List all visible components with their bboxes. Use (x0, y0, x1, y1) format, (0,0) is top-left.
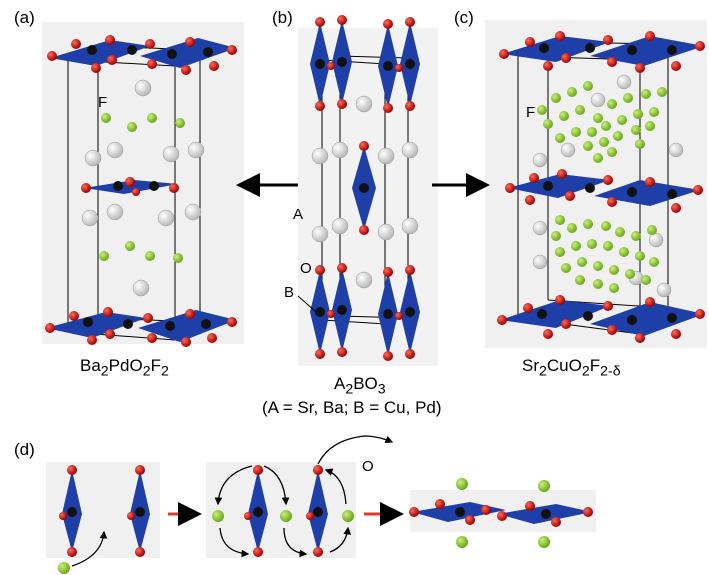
panel-a-bottom-layer (45, 307, 237, 347)
panel-c-middle-layer (505, 169, 703, 213)
panel-b-middle-octahedron (352, 141, 376, 235)
atom-label-f-panel-c: F (526, 104, 536, 121)
panel-c-bottom-layer (497, 295, 705, 343)
panel-d-step2-background (206, 462, 356, 558)
atom-label-o-removed: O (362, 458, 374, 475)
panel-b-bottom-octahedra (310, 263, 420, 361)
atom-label-o-site: O (300, 260, 312, 277)
panel-a-top-layer (47, 35, 237, 75)
panel-a-structure (45, 35, 237, 347)
panel-label-c: (c) (454, 8, 474, 27)
panel-b-structure (297, 15, 420, 361)
panel-a-a-cations (81, 79, 205, 297)
atom-label-f-panel-a: F (98, 94, 108, 111)
panel-c-top-layer (499, 31, 705, 73)
formula-panel-b: A2BO3 (334, 374, 386, 398)
atom-label-b-site: B (284, 284, 295, 301)
panel-a-middle-layer (81, 177, 179, 196)
panel-c-a-cations (532, 74, 684, 298)
panel-d-step2 (212, 435, 394, 558)
panel-label-b: (b) (272, 8, 293, 27)
panel-label-a: (a) (14, 8, 35, 27)
panel-c-fluorine-lower (551, 215, 659, 293)
panel-c-fluorine-upper (537, 81, 667, 163)
formula-panel-c: Sr2CuO2F2-δ (522, 356, 621, 380)
substitution-note: (A = Sr, Ba; B = Cu, Pd) (262, 398, 442, 417)
b-site-leader-line (297, 295, 317, 313)
panel-d-step3 (409, 478, 593, 548)
panel-b-top-octahedra (310, 15, 420, 113)
panel-b-a-cations (311, 95, 419, 289)
panel-label-d: (d) (14, 440, 35, 459)
panel-d-step1 (58, 465, 150, 574)
atom-label-a-site: A (293, 206, 304, 223)
panel-c-structure (497, 31, 705, 343)
panel-a-fluorine-atoms (99, 113, 185, 263)
formula-panel-a: Ba2PdO2F2 (80, 356, 169, 380)
